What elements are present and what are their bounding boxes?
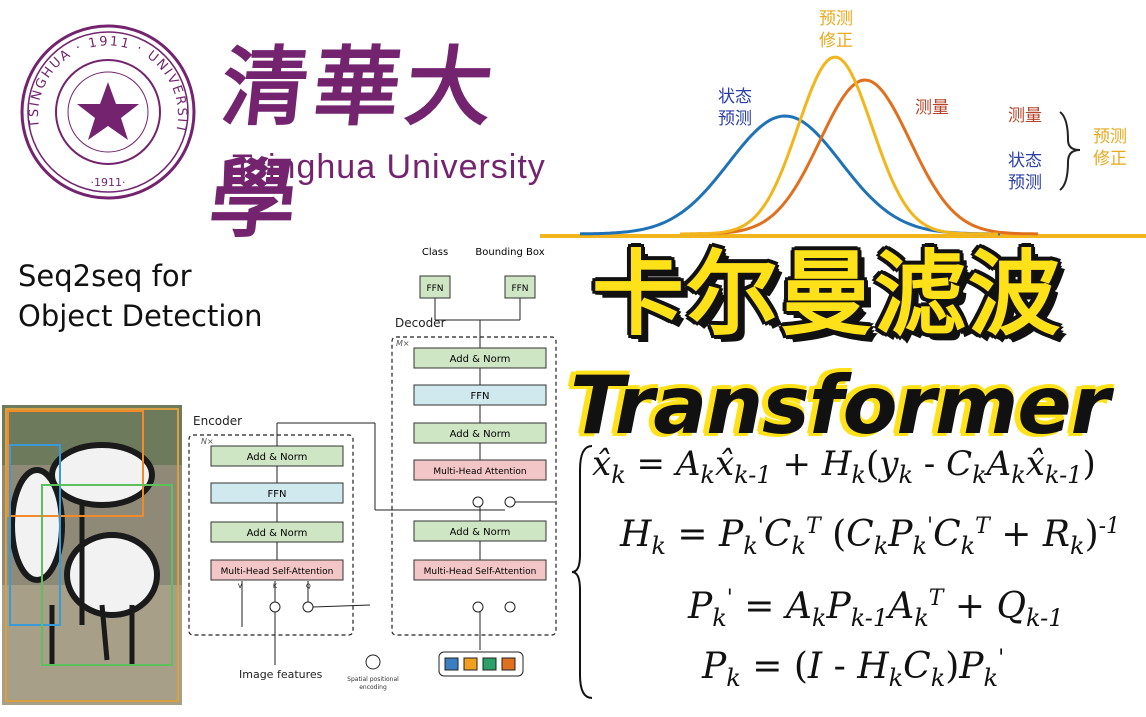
legend-state-1: 状态 xyxy=(1008,151,1042,171)
encoder-add-norm-bottom: Add & Norm xyxy=(210,521,344,543)
encoder-n-label: N× xyxy=(201,437,214,446)
measurement-curve xyxy=(690,78,1038,236)
prediction-curve xyxy=(579,114,1000,236)
equation-covariance-predict: Pk' = AkPk-1AkT + Qk-1 xyxy=(688,586,1064,633)
svg-text:FFN: FFN xyxy=(426,284,443,294)
decoder-self-attention: Multi-Head Self-Attention xyxy=(413,559,547,581)
svg-text:Add & Norm: Add & Norm xyxy=(450,354,511,365)
svg-text:Multi-Head Self-Attention: Multi-Head Self-Attention xyxy=(424,567,537,577)
svg-text:Multi-Head Self-Attention: Multi-Head Self-Attention xyxy=(221,567,334,577)
label-predict-state-1: 状态 xyxy=(718,87,752,107)
zebra-detection-photo xyxy=(2,405,182,705)
svg-text:Add & Norm: Add & Norm xyxy=(247,452,308,463)
label-predict-state-2: 预测 xyxy=(718,109,752,129)
encoder-self-attention: Multi-Head Self-Attention xyxy=(210,559,344,581)
legend-measurement: 测量 xyxy=(1008,106,1042,126)
bbox-label: Bounding Box xyxy=(475,247,544,258)
seal-year: ·1911· xyxy=(91,176,126,189)
legend-state-2: 预测 xyxy=(1008,173,1042,193)
seq2seq-line-2: Object Detection xyxy=(18,299,263,333)
svg-text:Add & Norm: Add & Norm xyxy=(450,429,511,440)
svg-text:FFN: FFN xyxy=(268,489,287,500)
equation-covariance-update: Pk = (I - HkCk)Pk' xyxy=(702,646,1005,693)
equation-kalman-gain: Hk = Pk'CkT (CkPk'CkT + Rk)-1 xyxy=(620,514,1121,561)
class-label: Class xyxy=(422,247,448,258)
equations-brace xyxy=(571,445,593,699)
university-name-en: Tsinghua University xyxy=(232,148,546,186)
kalman-equations: x̂k = Akx̂k-1 + Hk(yk - CkAkx̂k-1) Hk = … xyxy=(570,440,1146,710)
decoder-label: Decoder xyxy=(395,316,446,330)
object-query-1 xyxy=(444,657,459,671)
decoder-cross-attention: Multi-Head Attention xyxy=(413,459,547,481)
object-query-2 xyxy=(463,657,478,671)
label-corrected-2: 修正 xyxy=(819,31,853,51)
svg-text:Multi-Head Attention: Multi-Head Attention xyxy=(433,467,526,477)
svg-text:FFN: FFN xyxy=(511,284,528,294)
legend-brace xyxy=(1059,111,1081,191)
seq2seq-line-1: Seq2seq for xyxy=(18,259,192,293)
encoder-ffn: FFN xyxy=(210,482,344,504)
corrected-curve xyxy=(680,55,998,236)
object-query-3 xyxy=(482,657,497,671)
encoder-label: Encoder xyxy=(193,414,242,428)
spatial-pe-line-1: Spatial positional xyxy=(347,676,399,683)
title-kalman-filter: 卡尔曼滤波 xyxy=(592,241,1063,348)
equation-state-update: x̂k = Akx̂k-1 + Hk(yk - CkAkx̂k-1) xyxy=(592,444,1096,489)
image-features-label: Image features xyxy=(239,668,323,681)
label-measurement: 测量 xyxy=(915,98,949,118)
university-name-cn: 清華大學 xyxy=(204,37,504,250)
svg-text:V: V xyxy=(238,583,243,590)
legend-corrected-1: 预测 xyxy=(1093,127,1127,147)
decoder-m-label: M× xyxy=(396,339,410,348)
decoder-add-norm-3: Add & Norm xyxy=(413,347,547,369)
decoder-add-norm-1: Add & Norm xyxy=(413,520,547,542)
label-corrected-1: 预测 xyxy=(819,9,853,29)
svg-text:Add & Norm: Add & Norm xyxy=(247,528,308,539)
title-transformer: Transformer xyxy=(570,359,1110,452)
kalman-distribution-chart: 状态 预测 预测 修正 测量 测量 状态 预测 预测 修正 xyxy=(540,9,1146,238)
tsinghua-seal: TSINGHUA · 1911 · UNIVERSITY ·1911· xyxy=(18,22,196,200)
object-query-4 xyxy=(501,657,516,671)
encoder-add-norm-top: Add & Norm xyxy=(210,445,344,467)
decoder-ffn: FFN xyxy=(413,384,547,406)
svg-text:FFN: FFN xyxy=(471,391,490,402)
spatial-pe-line-2: encoding xyxy=(359,684,387,691)
detr-architecture-diagram: Encoder N× Decoder M× Add & Norm FFN Add… xyxy=(188,247,557,691)
class-ffn: FFN xyxy=(419,275,451,299)
bbox-ffn: FFN xyxy=(504,275,536,299)
decoder-add-norm-2: Add & Norm xyxy=(413,422,547,444)
legend-corrected-2: 修正 xyxy=(1093,149,1127,169)
seq2seq-caption: Seq2seq for Object Detection xyxy=(18,256,263,336)
svg-text:Add & Norm: Add & Norm xyxy=(450,527,511,538)
